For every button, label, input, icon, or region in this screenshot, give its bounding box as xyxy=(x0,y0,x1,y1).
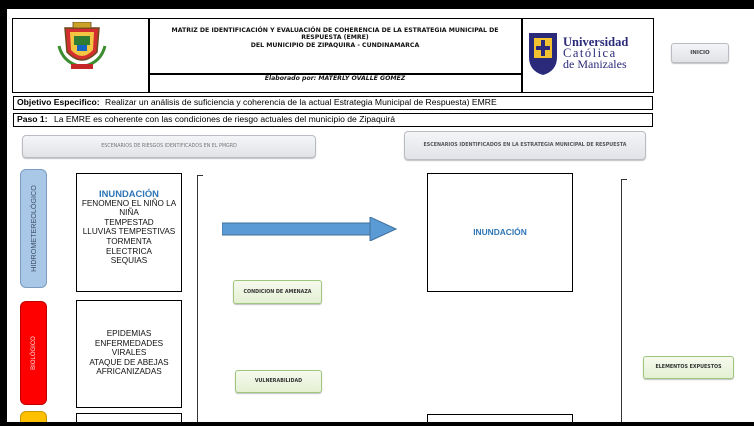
category-biologico[interactable]: BIOLÓGICO xyxy=(20,301,47,405)
scenario-hidro-item: FENOMENO EL NIÑO LA xyxy=(81,198,177,208)
emre-scenario-box: INUNDACIÓN xyxy=(427,173,573,292)
matrix-title: MATRIZ DE IDENTIFICACIÓN Y EVALUACIÓN DE… xyxy=(150,27,520,49)
university-name-2: Católica xyxy=(563,45,617,60)
objetivo-label: Objetivo Especifico: xyxy=(17,97,100,107)
emre-scenario-box-2 xyxy=(427,414,573,422)
scenario-bio-item: ATAQUE DE ABEJAS xyxy=(89,357,169,367)
left-column-header: ESCENARIOS DE RIESGOS IDENTIFICADOS EN E… xyxy=(22,135,316,158)
paso-text: La EMRE es coherente con las condiciones… xyxy=(53,114,396,124)
municipal-shield-logo xyxy=(57,21,107,70)
header-divider-left xyxy=(148,18,150,93)
scenario-bio-item: AFRICANIZADAS xyxy=(96,367,162,377)
scenario-hidro-item: NIÑA xyxy=(119,208,139,218)
objetivo-text: Realizar un análisis de suficiencia y co… xyxy=(105,97,497,107)
scenario-hidro-item: TORMENTA xyxy=(106,236,152,246)
arrow-right-icon xyxy=(222,217,397,241)
scenario-bio-item: VIRALES xyxy=(111,348,147,358)
scenario-hidro-item: SEQUIAS xyxy=(110,256,148,266)
university-logo: Universidad Católica de Manizales xyxy=(527,23,649,83)
header-divider-right xyxy=(521,18,523,93)
title-line-2: RESPUESTA (EMRE) xyxy=(301,34,369,42)
elementos-expuestos-label[interactable]: ELEMENTOS EXPUESTOS xyxy=(643,356,734,379)
paso-label: Paso 1: xyxy=(17,114,48,124)
right-column-header: ESCENARIOS IDENTIFICADOS EN LA ESTRATEGI… xyxy=(404,131,646,160)
scenario-hidro-box: INUNDACIÓN FENOMENO EL NIÑO LA NIÑA TEMP… xyxy=(76,173,182,292)
category-bio-label: BIOLÓGICO xyxy=(30,336,37,370)
paso-row: Paso 1: La EMRE es coherente con las con… xyxy=(13,113,653,127)
university-crest-icon xyxy=(529,33,557,75)
scenario-hidro-item: ELECTRICA xyxy=(106,246,152,256)
university-name-3: de Manizales xyxy=(563,56,627,71)
category-hidrometeorologico[interactable]: HIDROMETEREOLÓGICO xyxy=(20,169,47,288)
header-divider-mid xyxy=(148,73,522,75)
left-bracket xyxy=(197,175,203,422)
scenario-bio-item: EPIDEMIAS xyxy=(106,329,152,338)
scenario-hidro-item: TEMPESTAD xyxy=(104,217,154,227)
category-hidro-label: HIDROMETEREOLÓGICO xyxy=(29,185,39,272)
scenario-hidro-title: INUNDACIÓN xyxy=(99,188,159,199)
condicion-amenaza-label[interactable]: CONDICION DE AMENAZA xyxy=(233,280,322,304)
title-line-3: DEL MUNICIPIO DE ZIPAQUIRA - CUNDINAMARC… xyxy=(250,41,420,49)
author-line: Elaborado por: MATERLY OVALLE GOMEZ xyxy=(264,75,406,82)
emre-scenario-title: INUNDACIÓN xyxy=(473,226,527,237)
category-third[interactable] xyxy=(20,411,47,422)
right-bracket xyxy=(621,179,627,422)
scenario-hidro-item: LLUVIAS TEMPESTIVAS xyxy=(82,227,176,237)
university-name-1: Universidad xyxy=(563,34,629,49)
scenario-third-box xyxy=(76,413,182,422)
title-line-1: MATRIZ DE IDENTIFICACIÓN Y EVALUACIÓN DE… xyxy=(171,27,499,34)
objetivo-row: Objetivo Especifico: Realizar un análisi… xyxy=(13,96,653,110)
spreadsheet-canvas: MATRIZ DE IDENTIFICACIÓN Y EVALUACIÓN DE… xyxy=(7,9,754,422)
inicio-button[interactable]: INICIO xyxy=(671,43,729,63)
vulnerabilidad-label[interactable]: VULNERABILIDAD xyxy=(235,370,322,393)
scenario-bio-box: EPIDEMIAS ENFERMEDADES VIRALES ATAQUE DE… xyxy=(76,300,182,408)
scenario-bio-item: ENFERMEDADES xyxy=(94,338,164,348)
